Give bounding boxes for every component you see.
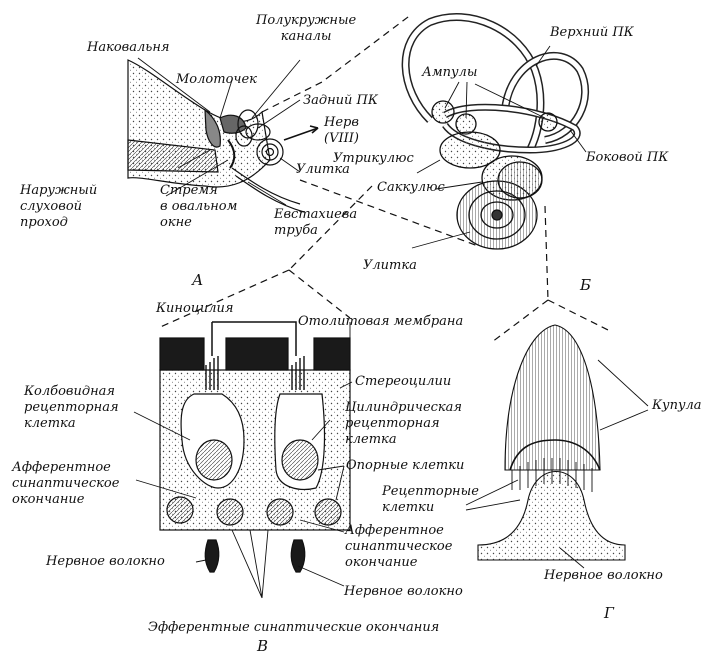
cochlea-a [256,138,284,166]
receptor-cells-g [511,458,593,492]
label-cochlea-b: Улитка [363,258,417,273]
label-nerve-fiber-left: Нервное волокно [46,554,165,569]
label-utricle: Утрикулюс [333,151,414,166]
label-cylinder-cell: Цилиндрическая рецепторная клетка [345,400,463,447]
label-efferent: Эфферентные синаптические окончания [148,620,440,635]
label-support-cells: Опорные клетки [346,458,465,473]
nerve-fiber-v-left [204,539,220,573]
label-posterior-canal: Задний ПК [303,93,378,108]
panel-label-b: Б [580,276,592,294]
panel-v-drawing [159,321,351,599]
panel-label-a: А [192,271,204,289]
label-upper-canal: Верхний ПК [550,25,634,40]
label-ampullae: Ампулы [422,65,478,80]
label-stapes: Стремя в овальном окне [160,183,238,230]
label-otolith-membrane: Отолитовая мембрана [298,314,464,329]
otolith-block-2 [225,337,289,371]
support-cell-nuclei [166,496,342,526]
label-incus: Наковальня [87,40,170,55]
incus [219,114,247,134]
label-afferent-left: Афферентное синаптическое окончание [12,460,120,507]
label-afferent-right: Афферентное синаптическое окончание [345,523,453,570]
semicircular-canals-a [235,109,271,147]
label-semicircular-canals: Полукружные каналы [256,13,357,44]
label-ear-canal: Наружный слуховой проход [20,183,98,230]
ampulla-3 [538,112,558,132]
label-nerve: Нерв (VIII) [324,115,359,146]
label-flask-cell: Колбовидная рецепторная клетка [24,384,119,431]
ear-canal [127,139,219,173]
stereocilia-v [205,356,305,390]
crista-g [477,471,626,561]
nerve-arrow [283,127,319,141]
label-cochlea-a: Улитка [296,162,350,177]
label-lateral-canal: Боковой ПК [586,150,669,165]
stapes [227,139,236,169]
connector-lines [157,13,613,343]
otolith-block-3 [313,337,351,371]
ampulla-1 [431,100,455,124]
nerve-fiber-v-right [290,539,306,573]
malleus [204,108,221,148]
label-kinocilia: Киноцилия [156,301,234,316]
cupula-g [504,324,601,471]
panel-label-v: В [257,637,269,655]
panel-b-drawing [401,13,589,250]
label-nerve-fiber-v: Нервное волокно [344,584,463,599]
label-saccule: Саккулюс [377,180,445,195]
kinocilia-bracket [211,321,297,356]
utricle-b [439,131,501,169]
label-malleus: Молоточек [176,72,257,87]
panel-label-g: Г [604,604,614,622]
panel-g-drawing [477,324,626,561]
eustachian-tube [231,167,305,213]
label-eustachian-tube: Евстахиева труба [274,207,358,238]
otolith-block-1 [159,337,205,371]
leader-lines [133,45,649,587]
label-receptor-cells: Рецепторные клетки [382,484,479,515]
efferent-pointer-lines [231,529,269,599]
label-nerve-fiber-g: Нервное волокно [544,568,663,583]
label-cupula: Купула [652,398,702,413]
panel-a-drawing [127,59,319,213]
label-stereocilia: Стереоцилии [355,374,452,389]
